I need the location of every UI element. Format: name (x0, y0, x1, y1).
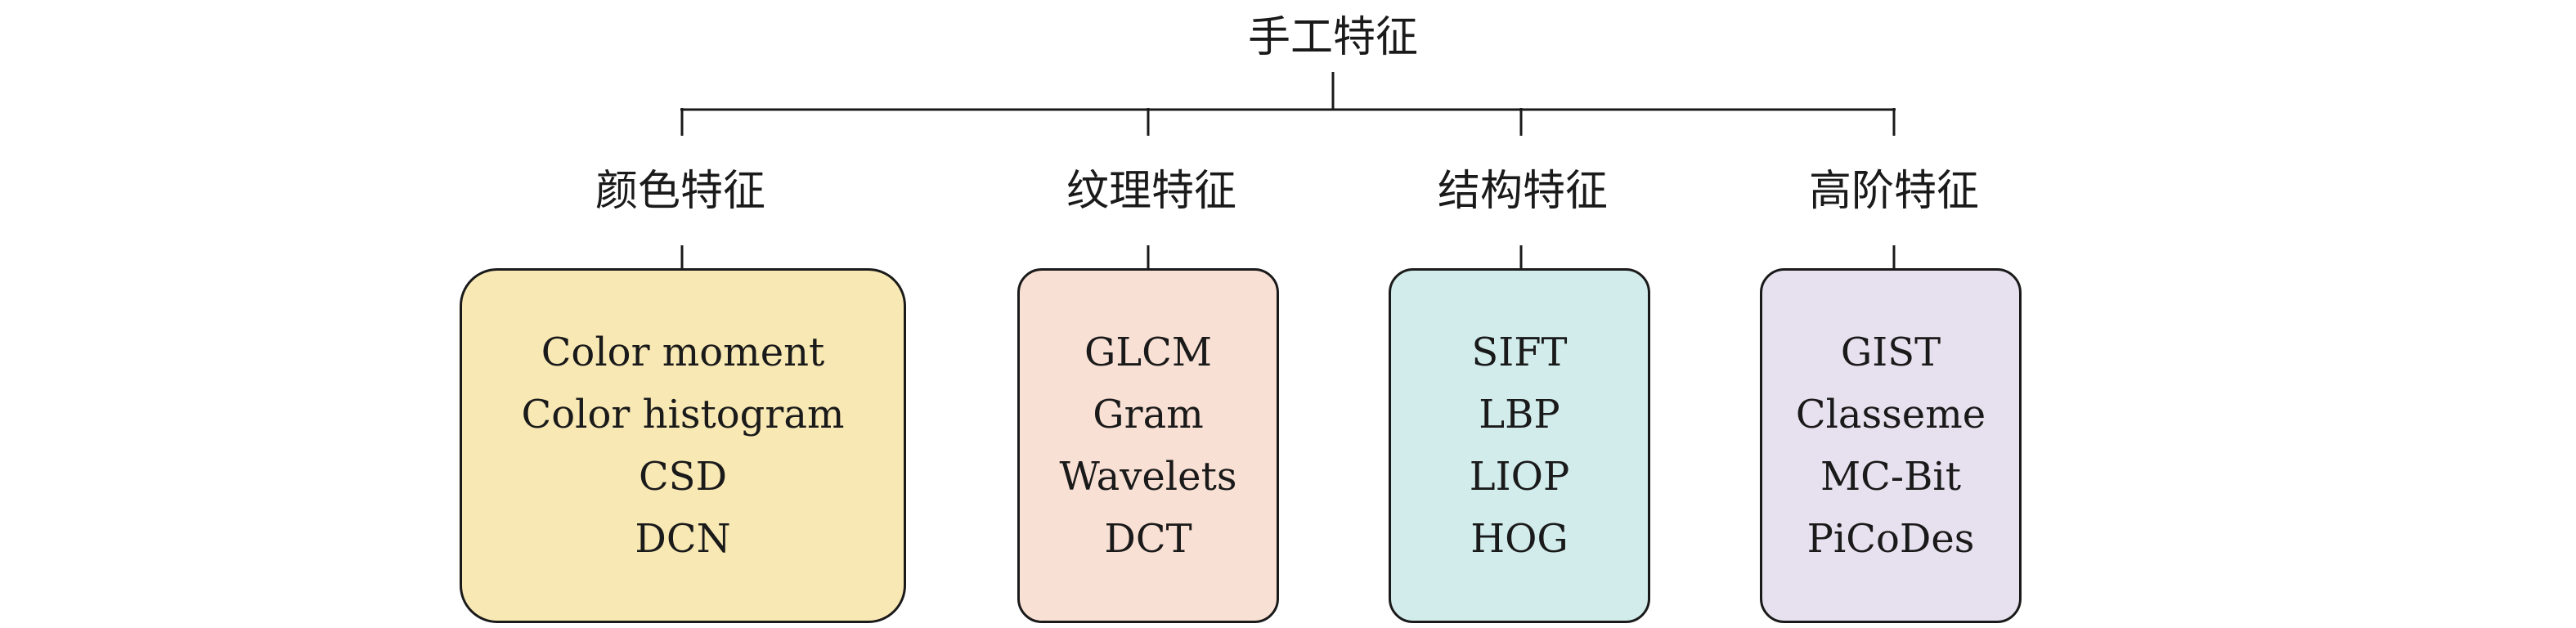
feature-item: Gram (1093, 392, 1204, 437)
feature-item: MC-Bit (1820, 454, 1961, 500)
feature-item: DCN (635, 516, 731, 562)
feature-item: GIST (1840, 330, 1941, 375)
feature-item: SIFT (1471, 330, 1568, 375)
feature-item: CSD (638, 454, 728, 500)
feature-item: GLCM (1084, 330, 1213, 375)
root-node-label: 手工特征 (1247, 13, 1418, 62)
category-label-high-order: 高阶特征 (1808, 167, 1979, 216)
feature-item: Wavelets (1059, 454, 1237, 500)
feature-item: Color moment (541, 330, 825, 375)
feature-item: LBP (1479, 392, 1560, 437)
feature-item: HOG (1470, 516, 1568, 562)
feature-box-structure: SIFT LBP LIOP HOG (1389, 268, 1650, 623)
feature-box-texture: GLCM Gram Wavelets DCT (1017, 268, 1279, 623)
feature-item: Classeme (1795, 392, 1986, 437)
feature-item: DCT (1104, 516, 1192, 562)
feature-item: Color histogram (521, 392, 845, 437)
feature-box-color: Color moment Color histogram CSD DCN (460, 268, 906, 623)
feature-item: LIOP (1469, 454, 1570, 500)
category-label-structure: 结构特征 (1437, 167, 1608, 216)
category-label-color: 颜色特征 (595, 167, 765, 216)
feature-box-high-order: GIST Classeme MC-Bit PiCoDes (1760, 268, 2022, 623)
feature-item: PiCoDes (1806, 516, 1975, 562)
category-label-texture: 纹理特征 (1066, 167, 1236, 216)
